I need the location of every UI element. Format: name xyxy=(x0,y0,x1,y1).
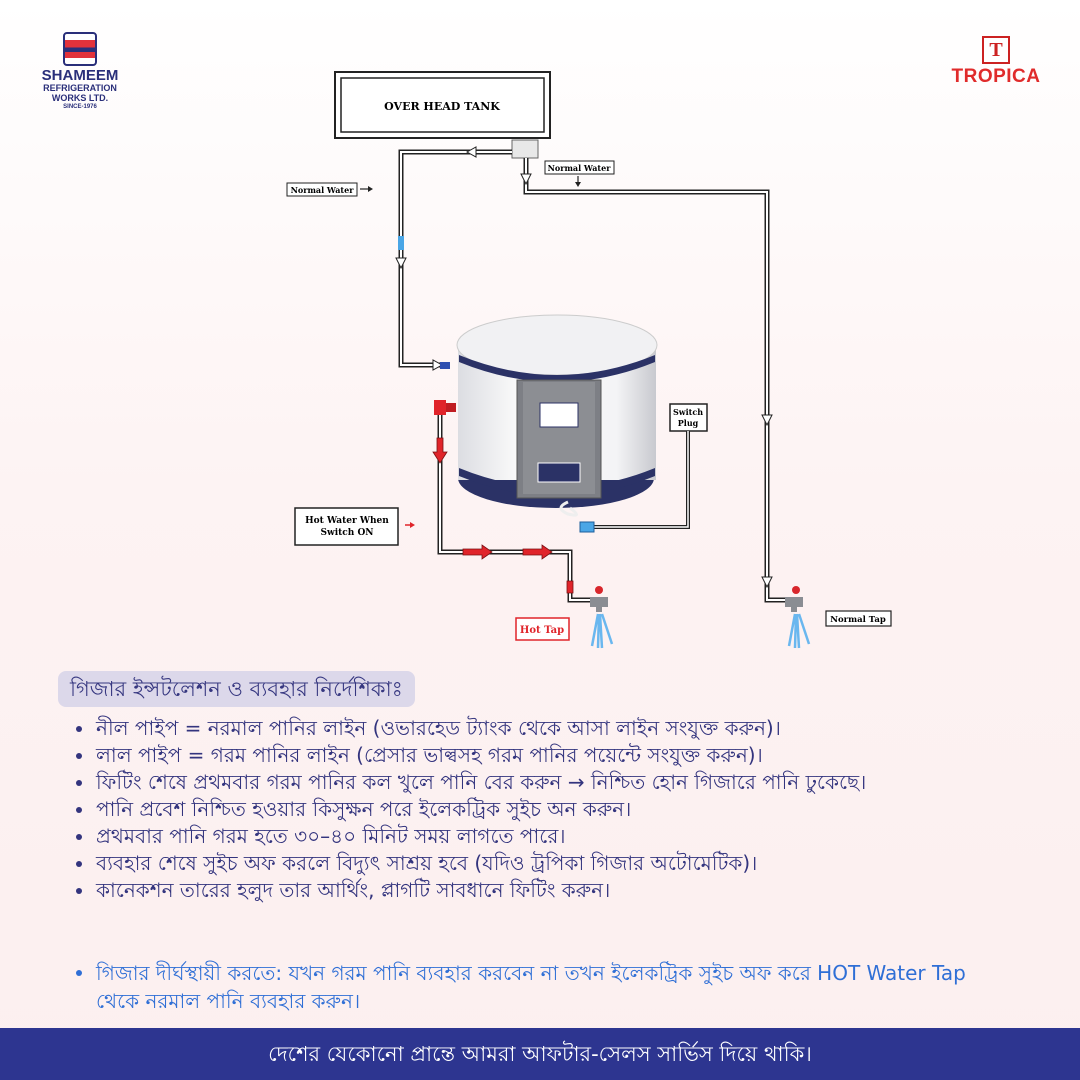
plug-icon xyxy=(579,521,595,533)
hot-flow-arrow-icons xyxy=(432,437,574,594)
normal-tap-icon xyxy=(785,586,811,649)
svg-text:Normal Water: Normal Water xyxy=(548,163,612,173)
normal-water-label-left: Normal Water xyxy=(286,182,373,197)
instruction-item: নীল পাইপ = নরমাল পানির লাইন (ওভারহেড ট্য… xyxy=(72,715,972,742)
normal-tap-label: Normal Tap xyxy=(825,610,892,627)
tropica-logo: T TROPICA xyxy=(940,36,1052,88)
instruction-item: পানি প্রবেশ নিশ্চিত হওয়ার কিসুক্ষন পরে … xyxy=(72,796,972,823)
switch-plug-label: Switch Plug xyxy=(669,403,708,432)
overhead-tank: OVER HEAD TANK xyxy=(334,71,551,139)
hot-tap-label: Hot Tap xyxy=(515,617,570,641)
svg-text:Switch ON: Switch ON xyxy=(320,528,373,538)
svg-text:Normal Water: Normal Water xyxy=(291,185,355,195)
instruction-item: ব্যবহার শেষে সুইচ অফ করলে বিদ্যুৎ সাশ্রয… xyxy=(72,850,972,877)
installation-diagram: OVER HEAD TANK Normal Water Normal Water xyxy=(286,71,892,649)
svg-text:Plug: Plug xyxy=(678,418,699,428)
normal-water-label-right: Normal Water xyxy=(544,160,615,187)
instruction-list: নীল পাইপ = নরমাল পানির লাইন (ওভারহেড ট্য… xyxy=(72,715,972,904)
tropica-t-icon: T xyxy=(982,36,1010,64)
hot-water-pipes xyxy=(437,410,595,603)
hot-outlet xyxy=(434,400,446,415)
shameem-s-icon xyxy=(63,32,97,66)
instruction-item: কানেকশন তারের হলুদ তার আর্থিং, প্লাগটি স… xyxy=(72,877,972,904)
shameem-logo: SHAMEEM REFRIGERATION WORKS LTD. SINCE-1… xyxy=(30,32,130,111)
tank-fitting xyxy=(511,139,539,159)
hot-water-label: Hot Water When Switch ON xyxy=(294,507,415,546)
hot-tap-icon xyxy=(590,586,614,649)
svg-text:Switch: Switch xyxy=(673,407,703,417)
water-heater xyxy=(440,314,658,517)
cold-valve xyxy=(398,236,404,250)
instruction-item: লাল পাইপ = গরম পানির লাইন (প্রেসার ভাল্ব… xyxy=(72,742,972,769)
svg-text:Hot Water When: Hot Water When xyxy=(305,516,389,526)
instruction-item: প্রথমবার পানি গরম হতে ৩০–৪০ মিনিট সময় ল… xyxy=(72,823,972,850)
tank-label: OVER HEAD TANK xyxy=(384,100,500,113)
tip-list: গিজার দীর্ঘস্থায়ী করতে: যখন গরম পানি ব্… xyxy=(72,959,1012,1015)
svg-text:Hot Tap: Hot Tap xyxy=(520,625,564,636)
footer-banner: দেশের যেকোনো প্রান্তে আমরা আফটার-সেলস সা… xyxy=(0,1028,1080,1080)
instructions-heading: গিজার ইন্সটলেশন ও ব্যবহার নির্দেশিকাঃ xyxy=(58,671,415,707)
flow-arrow-icons xyxy=(395,146,773,589)
instruction-item: ফিটিং শেষে প্রথমবার গরম পানির কল খুলে পা… xyxy=(72,769,972,796)
longevity-tip: গিজার দীর্ঘস্থায়ী করতে: যখন গরম পানি ব্… xyxy=(72,959,1012,1015)
svg-text:Normal Tap: Normal Tap xyxy=(830,615,886,625)
